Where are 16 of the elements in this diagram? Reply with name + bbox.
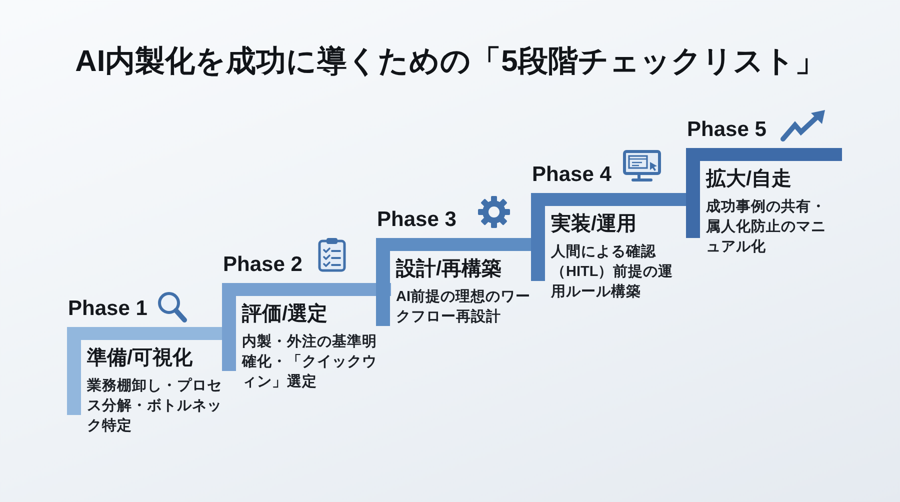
phase-title: 拡大/自走 — [706, 167, 792, 191]
page-title: AI内製化を成功に導くための「5段階チェックリスト」 — [75, 44, 825, 80]
phase-title: 評価/選定 — [242, 302, 328, 326]
phase-label: Phase 3 — [377, 208, 456, 232]
phase-label: Phase 1 — [68, 297, 148, 321]
phase-label: Phase 4 — [532, 163, 612, 187]
phase-description: 業務棚卸し・プロセス分解・ボトルネック特定 — [87, 376, 223, 436]
phase-label: Phase 2 — [223, 253, 302, 277]
phase-description: 人間による確認（HITL）前提の運用ルール構築 — [551, 242, 674, 302]
phase-label: Phase 5 — [687, 118, 766, 142]
phase-title: 設計/再構築 — [396, 257, 502, 281]
phase-title: 実装/運用 — [551, 212, 637, 236]
phase-description: 成功事例の共有・属人化防止のマニュアル化 — [706, 198, 827, 257]
phase-description: AI前提の理想のワークフロー再設計 — [396, 288, 532, 327]
phase-title: 準備/可視化 — [87, 346, 193, 370]
phase-description: 内製・外注の基準明確化・「クイックウィン」選定 — [242, 332, 378, 392]
